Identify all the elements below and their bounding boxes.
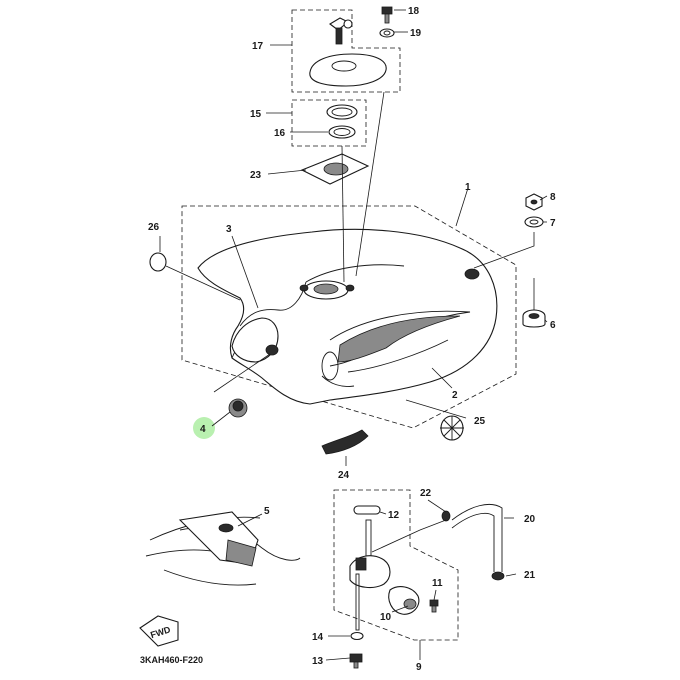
knob-4 <box>228 398 248 418</box>
strap-24 <box>321 429 369 455</box>
cap-25 <box>440 415 464 441</box>
fuel-cap-assembly <box>309 17 387 87</box>
callout-20: 20 <box>524 514 536 525</box>
plug-26 <box>149 252 167 272</box>
bracket-5 <box>145 511 301 586</box>
group-box-filler-seal <box>291 99 367 147</box>
fuel-cock-assembly <box>349 519 420 631</box>
callout-18: 18 <box>408 6 420 17</box>
callout-11: 11 <box>432 578 443 589</box>
fuel-hose-20-inner <box>451 512 495 572</box>
callout-1: 1 <box>465 182 471 193</box>
filler-seal-15 <box>326 104 358 120</box>
washer-19 <box>379 28 395 38</box>
clip-22 <box>441 510 451 522</box>
clip-21 <box>491 571 505 581</box>
callout-17: 17 <box>252 41 264 52</box>
screw-18 <box>381 6 393 24</box>
callout-25: 25 <box>474 416 486 427</box>
washer-14 <box>350 631 364 641</box>
fuel-tank-body <box>197 228 498 405</box>
callout-highlight-4 <box>193 417 215 439</box>
filler-neck <box>299 280 355 300</box>
callout-16: 16 <box>274 128 286 139</box>
callout-2: 2 <box>452 390 458 401</box>
callout-14: 14 <box>312 632 324 643</box>
group-box-fuel-tank <box>181 205 517 429</box>
callout-22: 22 <box>420 488 432 499</box>
callout-8: 8 <box>550 192 556 203</box>
callout-19: 19 <box>410 28 422 39</box>
filler-plate-23 <box>300 153 370 185</box>
callout-21: 21 <box>524 570 536 581</box>
damper-6 <box>522 309 546 328</box>
drawing-code: 3KAH460-F220 <box>140 655 203 665</box>
callout-9: 9 <box>416 662 422 673</box>
callout-26: 26 <box>148 222 160 233</box>
callout-10: 10 <box>380 612 392 623</box>
fwd-arrow-icon: FWD <box>139 615 179 647</box>
callout-15: 15 <box>250 109 262 120</box>
callout-7: 7 <box>550 218 556 229</box>
callout-12: 12 <box>388 510 400 521</box>
group-box-fuel-cock <box>333 489 459 641</box>
callout-13: 13 <box>312 656 324 667</box>
gasket-16 <box>328 125 356 139</box>
callout-4: 4 <box>200 424 206 435</box>
callout-6: 6 <box>550 320 556 331</box>
group-box-cap-assembly <box>291 9 401 93</box>
drain-bolt-13 <box>349 653 363 669</box>
callout-23: 23 <box>250 170 262 181</box>
rear-mount-grommet <box>464 268 480 280</box>
screw-11 <box>429 599 439 613</box>
gasket-12 <box>353 505 381 515</box>
nut-8 <box>525 193 543 211</box>
callout-5: 5 <box>264 506 270 517</box>
callout-24: 24 <box>338 470 350 481</box>
washer-7 <box>524 216 544 228</box>
callout-3: 3 <box>226 224 232 235</box>
fuel-hose-20 <box>451 504 503 572</box>
leader-lines <box>159 9 548 661</box>
